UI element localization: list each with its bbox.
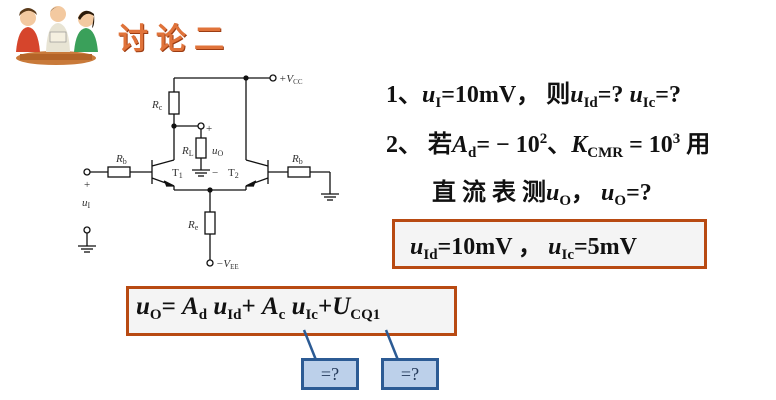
formula-box [126,286,457,336]
rl-label: RL [181,145,194,158]
discussion-people-icon [16,6,98,65]
t2-label: T2 [228,167,239,180]
rc-label: Rc [151,99,163,112]
rb-left-label: Rb [115,153,127,166]
ui-label: uI [82,197,91,210]
question-2-line2: 直 流 表 测uO， uO=? [432,180,652,209]
vee-label: −VEE [216,258,239,271]
question-2: 2、 若Ad= − 102、KCMR = 103 用 [386,131,711,161]
output-minus-label: − [212,167,218,179]
slide-title: 讨论二 [118,22,232,57]
answer-box [392,219,707,269]
t1-label: T1 [172,167,183,180]
rb-right-label: Rb [291,153,303,166]
callout-ac: =? [301,358,359,390]
answer-text: uId=10mV ， uIc=5mV [410,234,637,263]
callout-ucq1: =? [381,358,439,390]
output-plus-label: + [206,123,212,135]
differential-amplifier-circuit: +VCC Rc + RL uO − Rb Rb T1 T2 Re −VEE + … [78,73,339,271]
uo-label: uO [212,145,224,158]
formula-text: uO= Ad uId+ Ac uIc+UCQ1 [136,293,381,323]
re-label: Re [187,219,199,232]
callout-connectors [302,329,400,361]
vcc-label: +VCC [279,73,303,86]
input-plus-label: + [84,179,90,191]
question-1: 1、uI=10mV， 则uId=? uIc=? [386,82,681,111]
